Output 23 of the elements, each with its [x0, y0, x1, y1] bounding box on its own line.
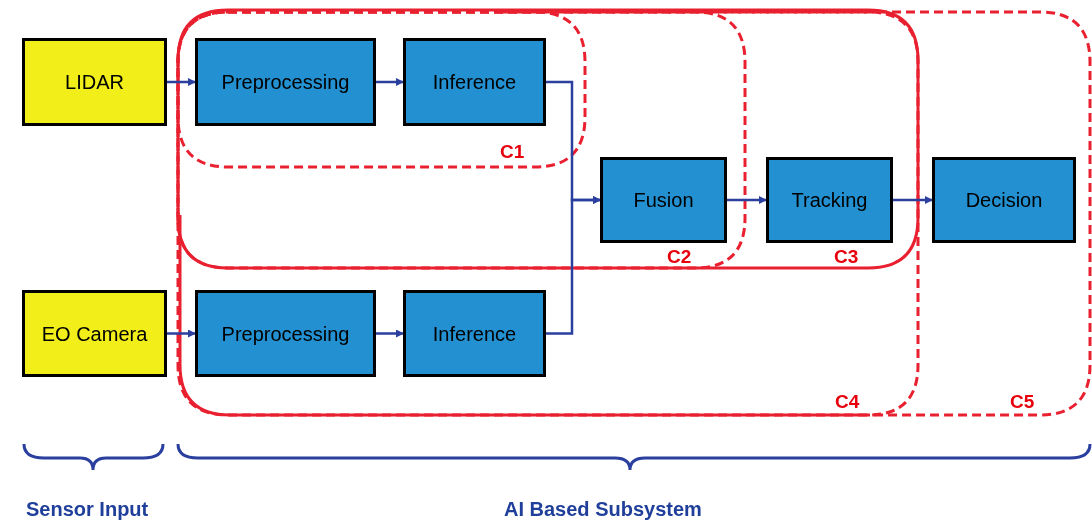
sensor-box: LIDAR — [22, 38, 167, 126]
group-label: AI Based Subsystem — [504, 497, 702, 522]
process-box: Tracking — [766, 157, 893, 243]
process-box: Preprocessing — [195, 290, 376, 377]
arrow — [167, 329, 196, 338]
arrow — [893, 196, 933, 204]
sensor-box: EO Camera — [22, 290, 167, 377]
region-label: C4 — [835, 390, 860, 414]
arrow — [727, 196, 767, 204]
arrow — [376, 78, 404, 86]
region-label: C1 — [500, 140, 525, 164]
arrow — [376, 329, 404, 338]
region-label: C2 — [667, 245, 692, 269]
process-box: Inference — [403, 290, 546, 377]
process-box: Decision — [932, 157, 1076, 243]
region-label: C5 — [1010, 390, 1035, 414]
process-box: Inference — [403, 38, 546, 126]
process-box: Preprocessing — [195, 38, 376, 126]
arrow — [546, 196, 601, 335]
process-box: Fusion — [600, 157, 727, 243]
arrow — [167, 78, 196, 86]
region-label: C3 — [834, 245, 859, 269]
group-label: Sensor Input — [26, 497, 149, 522]
